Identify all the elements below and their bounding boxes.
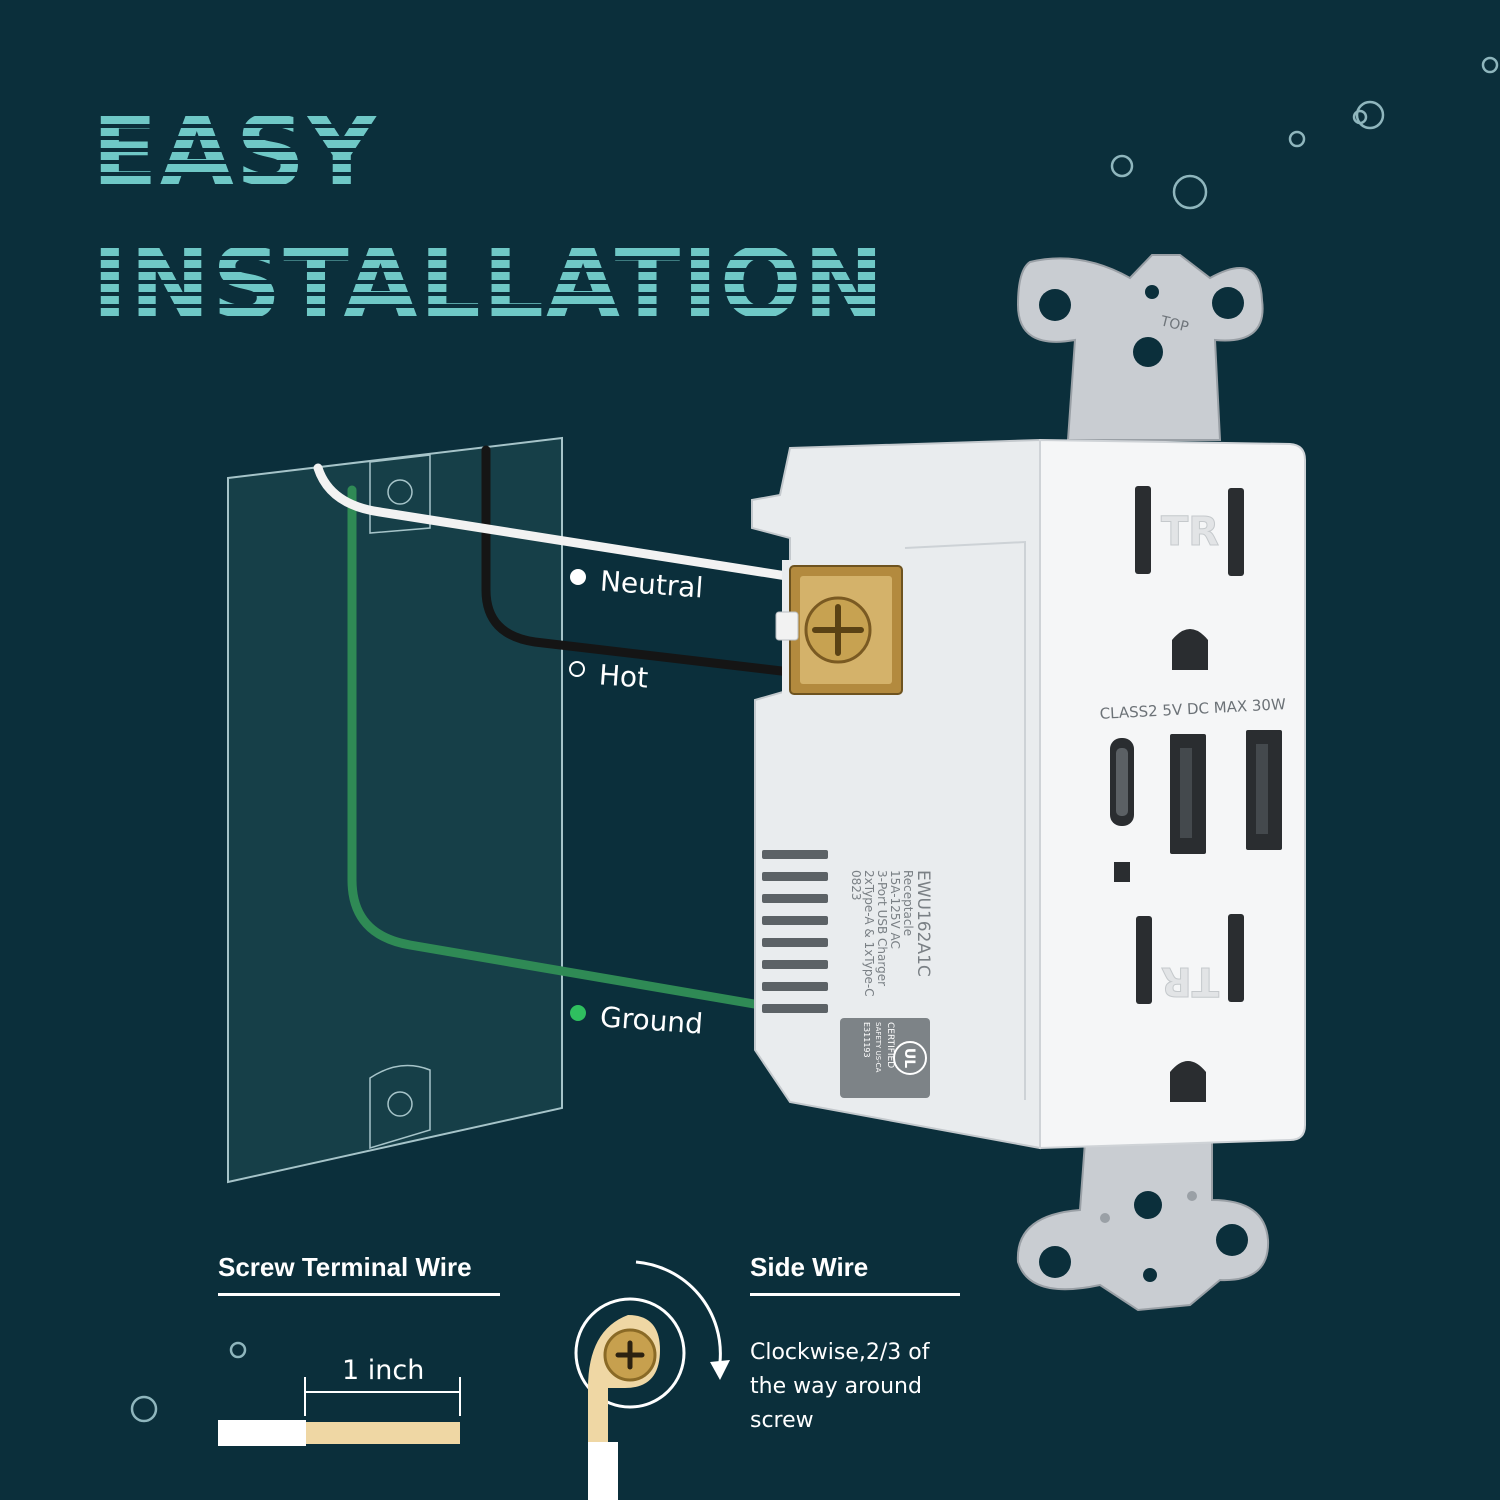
svg-text:15A-125V AC: 15A-125V AC	[888, 870, 902, 949]
side-wire-rule	[750, 1293, 960, 1296]
ground-slot-lower	[1170, 1061, 1206, 1102]
mounting-strap-bottom	[1016, 1141, 1270, 1312]
svg-text:0823: 0823	[849, 870, 863, 901]
bubble-decoration	[130, 56, 1499, 1423]
title-easy: EASY	[92, 96, 379, 208]
screw-head-icon	[603, 1328, 657, 1382]
tr-mark-upper: TR	[1161, 509, 1219, 555]
ground-dot	[570, 1005, 586, 1021]
svg-text:2xType-A & 1xType-C: 2xType-A & 1xType-C	[862, 870, 876, 997]
screw-terminal	[775, 560, 903, 698]
ground-slot-upper	[1172, 629, 1208, 670]
svg-text:SAFETY US-CA: SAFETY US-CA	[874, 1022, 882, 1073]
svg-text:CERTIFIED: CERTIFIED	[885, 1022, 895, 1068]
screw-terminal-title: Screw Terminal Wire	[218, 1252, 472, 1282]
title-installation: INSTALLATION	[92, 228, 886, 340]
usb-outlet: EWU162A1C Receptacle 15A-125V AC 3-Port …	[751, 438, 1306, 1150]
strip-length-label: 1 inch	[342, 1355, 425, 1386]
side-wire-diagram	[574, 1260, 730, 1500]
tr-mark-lower: TR	[1161, 958, 1219, 1004]
top-mark: TOP	[1158, 313, 1190, 336]
cert-logo: UL	[901, 1048, 917, 1068]
hot-wire	[481, 445, 795, 677]
strip-length-diagram	[218, 1377, 461, 1446]
clockwise-arrow-icon	[635, 1260, 730, 1380]
svg-text:Receptacle: Receptacle	[901, 870, 915, 936]
side-vents	[762, 850, 828, 1013]
ground-wire	[347, 485, 765, 1010]
svg-text:EWU162A1C: EWU162A1C	[913, 870, 933, 977]
neutral-wire	[313, 463, 817, 585]
svg-text:E311193: E311193	[862, 1022, 871, 1058]
neutral-dot	[570, 569, 586, 585]
hot-dot	[569, 661, 585, 677]
mounting-strap-top: TOP	[1016, 254, 1264, 441]
wall-box-plate	[227, 436, 563, 1184]
side-wire-instruction: Clockwise,2/3 of the way around screw	[750, 1340, 930, 1433]
cert-badge: CERTIFIED SAFETY US-CA E311193 UL	[840, 1018, 930, 1098]
hot-label: Hot	[597, 658, 650, 695]
ground-label: Ground	[598, 1000, 705, 1041]
svg-text:3-Port USB Charger: 3-Port USB Charger	[875, 870, 889, 986]
screw-terminal-rule	[218, 1293, 500, 1296]
side-wire-title: Side Wire	[750, 1252, 869, 1282]
side-label: EWU162A1C Receptacle 15A-125V AC 3-Port …	[849, 870, 933, 997]
